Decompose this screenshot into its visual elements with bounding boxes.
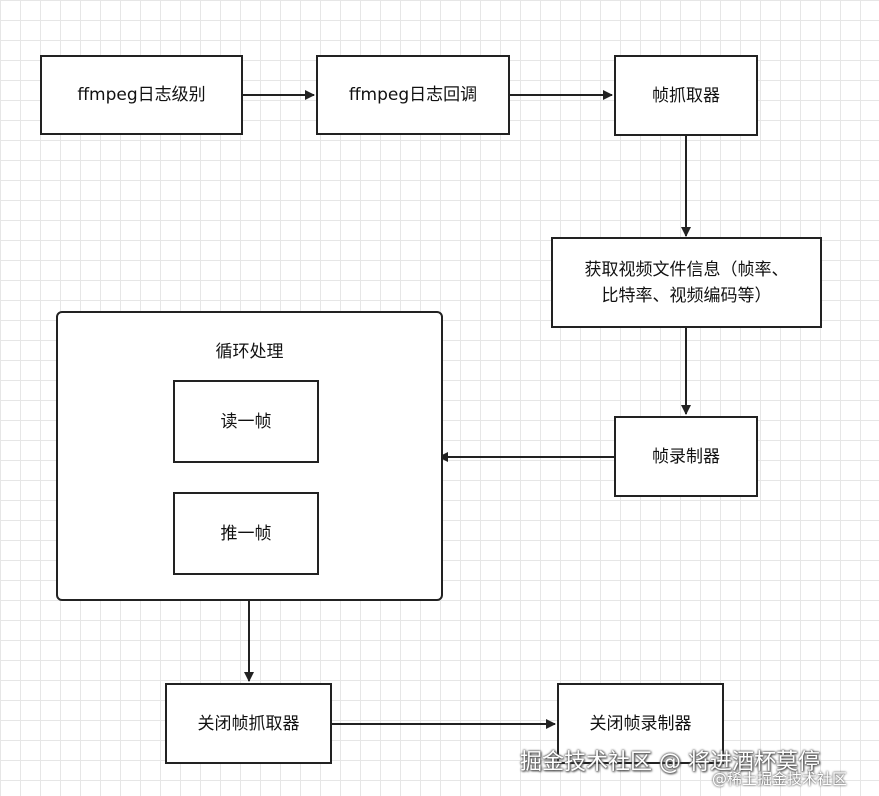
- node-push-frame: 推一帧: [173, 492, 319, 575]
- node-frame-recorder: 帧录制器: [614, 416, 758, 497]
- node-label: 帧抓取器: [652, 85, 720, 106]
- node-label: ffmpeg日志级别: [77, 85, 206, 105]
- node-read-frame: 读一帧: [173, 380, 319, 463]
- watermark-main: 掘金技术社区 @ 将进酒杯莫停: [520, 750, 820, 775]
- node-log-callback: ffmpeg日志回调: [316, 55, 510, 135]
- node-label: 关闭帧录制器: [589, 713, 692, 734]
- node-label: 关闭帧抓取器: [197, 713, 300, 734]
- node-label-line1: 获取视频文件信息（帧率、: [584, 259, 789, 280]
- node-close-grabber: 关闭帧抓取器: [165, 683, 332, 764]
- node-label-line2: 比特率、视频编码等）: [601, 285, 772, 306]
- node-frame-grabber: 帧抓取器: [614, 55, 758, 136]
- node-label: 帧录制器: [652, 446, 720, 467]
- watermark-sub: @稀土掘金技术社区: [712, 770, 848, 788]
- node-log-level: ffmpeg日志级别: [40, 55, 243, 135]
- node-label: 推一帧: [220, 523, 272, 544]
- loop-group-title: 循环处理: [215, 342, 284, 362]
- node-close-recorder: 关闭帧录制器: [557, 683, 724, 764]
- node-video-info: 获取视频文件信息（帧率、 比特率、视频编码等）: [551, 237, 822, 328]
- node-label: ffmpeg日志回调: [348, 85, 478, 105]
- node-label: 读一帧: [220, 411, 272, 432]
